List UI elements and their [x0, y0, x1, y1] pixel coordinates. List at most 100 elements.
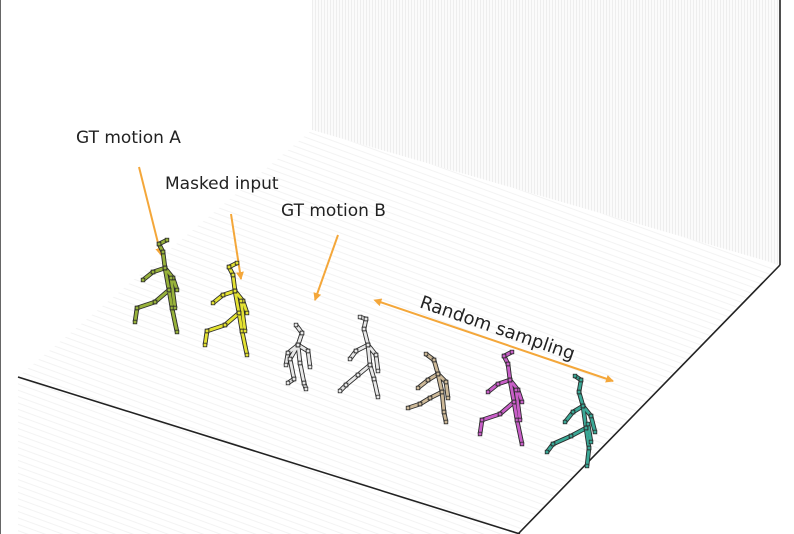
back-wall: [312, 0, 780, 265]
skeleton-joint: [443, 379, 449, 385]
skeleton-bone: [374, 354, 380, 372]
skeleton-bone: [499, 400, 515, 416]
skeleton-bone: [136, 300, 156, 310]
skeleton-joint: [505, 361, 511, 367]
skeleton-bone: [306, 350, 312, 368]
skeleton-joint: [588, 413, 594, 419]
skeleton-joint: [236, 310, 242, 316]
skeleton-joint: [168, 275, 174, 281]
skeleton-bone: [206, 323, 226, 333]
skeleton-joint: [578, 377, 584, 383]
skeleton-bone: [570, 426, 587, 438]
skeleton-bone: [240, 330, 249, 356]
skeleton-bone: [362, 328, 370, 346]
skeleton-bone: [514, 389, 522, 421]
skeleton-joint: [367, 362, 373, 368]
skeleton-joint: [375, 368, 381, 374]
skeleton-joint: [132, 319, 138, 325]
skeleton-joint: [586, 445, 592, 451]
skeleton-joint: [371, 376, 377, 382]
arrow-gt-motion-b: [313, 234, 339, 301]
skeleton-joint: [156, 241, 162, 247]
arrow-masked-input: [230, 213, 244, 280]
skeleton-bone: [432, 359, 440, 375]
skeleton-bone: [552, 434, 572, 446]
skeleton-joint: [584, 463, 590, 469]
label-gt-motion-b: GT motion B: [281, 201, 386, 221]
skeleton-bone: [224, 311, 240, 327]
skeleton-joint: [513, 387, 519, 393]
skeleton-joint: [210, 300, 216, 306]
skeleton-joint: [427, 395, 433, 401]
skeleton-bone: [154, 288, 170, 304]
skeleton-joint: [174, 287, 180, 293]
skeleton-sample-1: [337, 314, 381, 400]
skeleton-bone: [203, 330, 209, 346]
skeleton-joint: [519, 441, 525, 447]
skeleton-bone: [239, 300, 247, 332]
skeleton-joint: [415, 385, 421, 391]
skeleton-joint: [568, 433, 574, 439]
skeleton-joint: [285, 350, 291, 356]
skeleton-joint: [172, 305, 178, 311]
skeleton-gt-motion-a: [132, 237, 180, 335]
skeleton-bone: [585, 447, 591, 467]
skeleton-joint: [353, 348, 359, 354]
skeleton-bone: [586, 423, 593, 443]
skeleton-bone: [163, 267, 171, 291]
skeleton-joint: [299, 330, 305, 336]
skeleton-bone: [436, 373, 444, 393]
skeleton-joint: [439, 389, 445, 395]
skeleton-joint: [226, 264, 232, 270]
skeleton-joint: [150, 269, 156, 275]
skeleton-joint: [166, 287, 172, 293]
skeleton-joint: [238, 298, 244, 304]
skeleton-bone: [161, 251, 167, 269]
skeleton-joint: [174, 329, 180, 335]
skeleton-joint: [291, 376, 297, 382]
skeleton-joint: [435, 371, 441, 377]
skeleton-joint: [297, 360, 303, 366]
skeleton-bone: [508, 379, 516, 403]
skeleton-masked-input: [202, 260, 250, 358]
skeleton-joint: [423, 351, 429, 357]
skeleton-joint: [295, 342, 301, 348]
skeleton-joint: [417, 401, 423, 407]
skeleton-joint: [477, 431, 483, 437]
floor-edge-right: [517, 264, 781, 534]
skeleton-bone: [584, 427, 591, 449]
skeleton-joint: [232, 288, 238, 294]
label-gt-motion-a: GT motion A: [76, 128, 181, 148]
skeleton-joint: [585, 421, 591, 427]
skeleton-joint: [162, 265, 168, 271]
skeleton-joint: [293, 322, 299, 328]
skeleton-bone: [589, 415, 597, 433]
skeleton-bone: [478, 419, 484, 435]
skeleton-bone: [169, 277, 177, 309]
skeleton-joint: [479, 417, 485, 423]
skeleton-bone: [512, 401, 519, 421]
skeleton-bone: [577, 391, 585, 407]
skeleton-joint: [431, 357, 437, 363]
skeleton-joint: [307, 364, 313, 370]
skeleton-joint: [501, 353, 507, 359]
skeleton-bone: [372, 378, 380, 398]
skeleton-sample-3: [477, 349, 525, 447]
skeleton-joint: [337, 388, 343, 394]
skeleton-joint: [244, 310, 250, 316]
skeleton-gt-motion-b: [283, 322, 313, 392]
skeleton-joint: [592, 429, 598, 435]
skeleton-joint: [497, 411, 503, 417]
skeleton-bone: [366, 344, 372, 366]
skeleton-joint: [234, 260, 240, 266]
arrow-gt-motion-a: [138, 166, 164, 256]
skeleton-joint: [509, 349, 515, 355]
skeleton-bone: [167, 289, 174, 309]
arrow-random-sampling: [373, 298, 614, 383]
skeleton-joint: [357, 314, 363, 320]
skeleton-joint: [343, 382, 349, 388]
skeleton-joint: [485, 389, 491, 395]
skeleton-joint: [443, 419, 449, 425]
